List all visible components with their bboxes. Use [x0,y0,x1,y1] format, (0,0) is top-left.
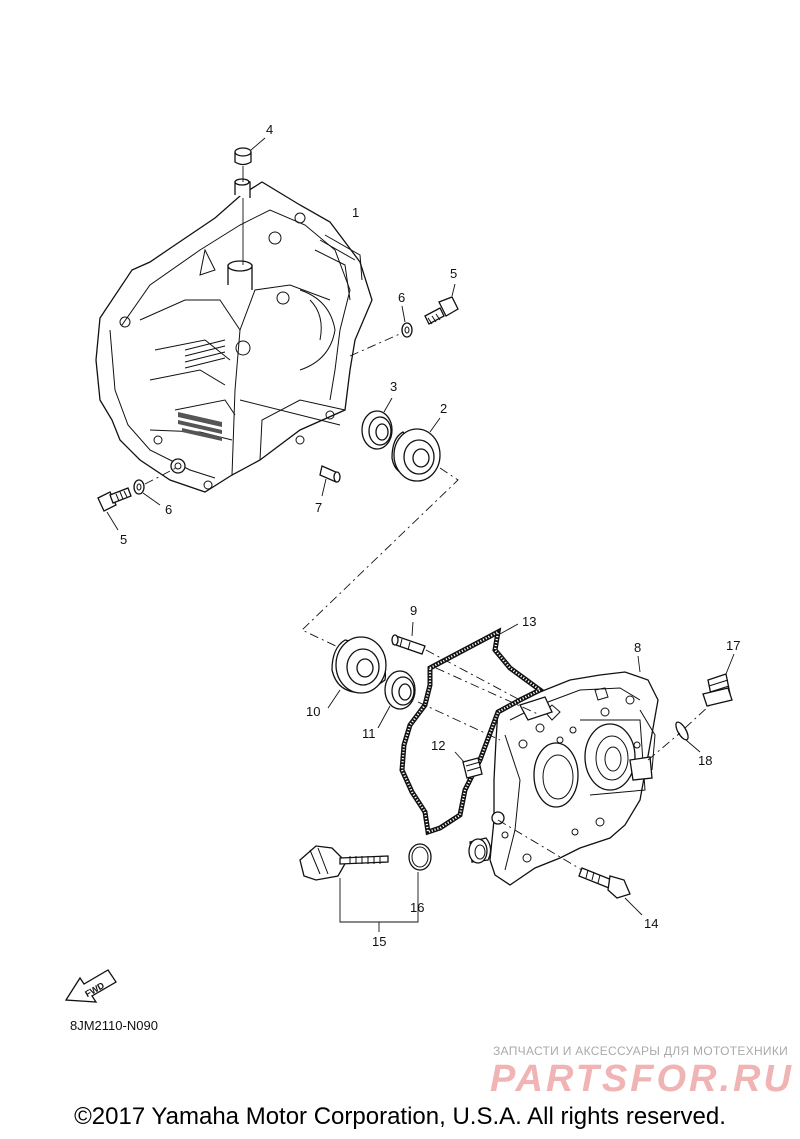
washer-part-6-upper [349,305,413,357]
washer-part-6-lower [133,467,177,506]
callout-7: 7 [315,500,322,515]
cover-part-8 [489,655,659,886]
dowel-pin-part-7 [319,465,341,497]
callout-2: 2 [440,401,447,416]
copyright-notice: ©2017 Yamaha Motor Corporation, U.S.A. A… [74,1103,726,1130]
callout-10: 10 [306,704,320,719]
crankcase-part-1 [95,178,373,493]
fwd-arrow-icon: FWD [64,969,117,1003]
oil-seal-part-11 [377,670,501,741]
diagram-code: 8JM2110-N090 [70,1018,158,1033]
callout-14: 14 [644,916,658,931]
callout-labels: 1 2 3 4 5 5 6 6 7 8 9 10 11 12 13 14 15 … [120,122,740,949]
callout-17: 17 [726,638,740,653]
bolt-part-14 [497,819,643,916]
callout-6-upper: 6 [398,290,405,305]
cover-seal-boss [468,811,505,864]
plug-part-12 [454,751,483,779]
callout-1: 1 [352,205,359,220]
callout-5-upper: 5 [450,266,457,281]
callout-8: 8 [634,640,641,655]
gasket-part-13 [399,623,545,836]
callout-4: 4 [266,122,273,137]
bearing-part-2 [391,417,441,482]
callout-11: 11 [362,726,376,741]
watermark-logo: PARTSFOR.RU [490,1058,794,1100]
oil-gauge-part-15 [299,845,419,932]
bolt-part-5-upper [424,283,459,325]
washer-part-18 [647,704,711,761]
bearing-part-10 [327,636,387,709]
callout-18: 18 [698,753,712,768]
callout-16: 16 [410,900,424,915]
plug-bolt-part-17 [702,653,735,707]
callout-3: 3 [390,379,397,394]
oil-seal-part-3 [361,397,393,450]
o-ring-part-16 [408,843,432,898]
guide-line-dowel [435,667,541,716]
guide-line-bearing [301,467,459,649]
callout-15: 15 [372,934,386,949]
watermark-tagline: ЗАПЧАСТИ И АКСЕССУАРЫ ДЛЯ МОТОТЕХНИКИ [493,1044,789,1058]
callout-6-lower: 6 [165,502,172,517]
callout-13: 13 [522,614,536,629]
callout-5-lower: 5 [120,532,127,547]
bushing-part-4 [234,137,266,265]
callout-12: 12 [431,738,445,753]
bolt-part-5-lower [97,487,132,531]
callout-9: 9 [410,603,417,618]
dowel-pin-part-9 [391,621,521,701]
